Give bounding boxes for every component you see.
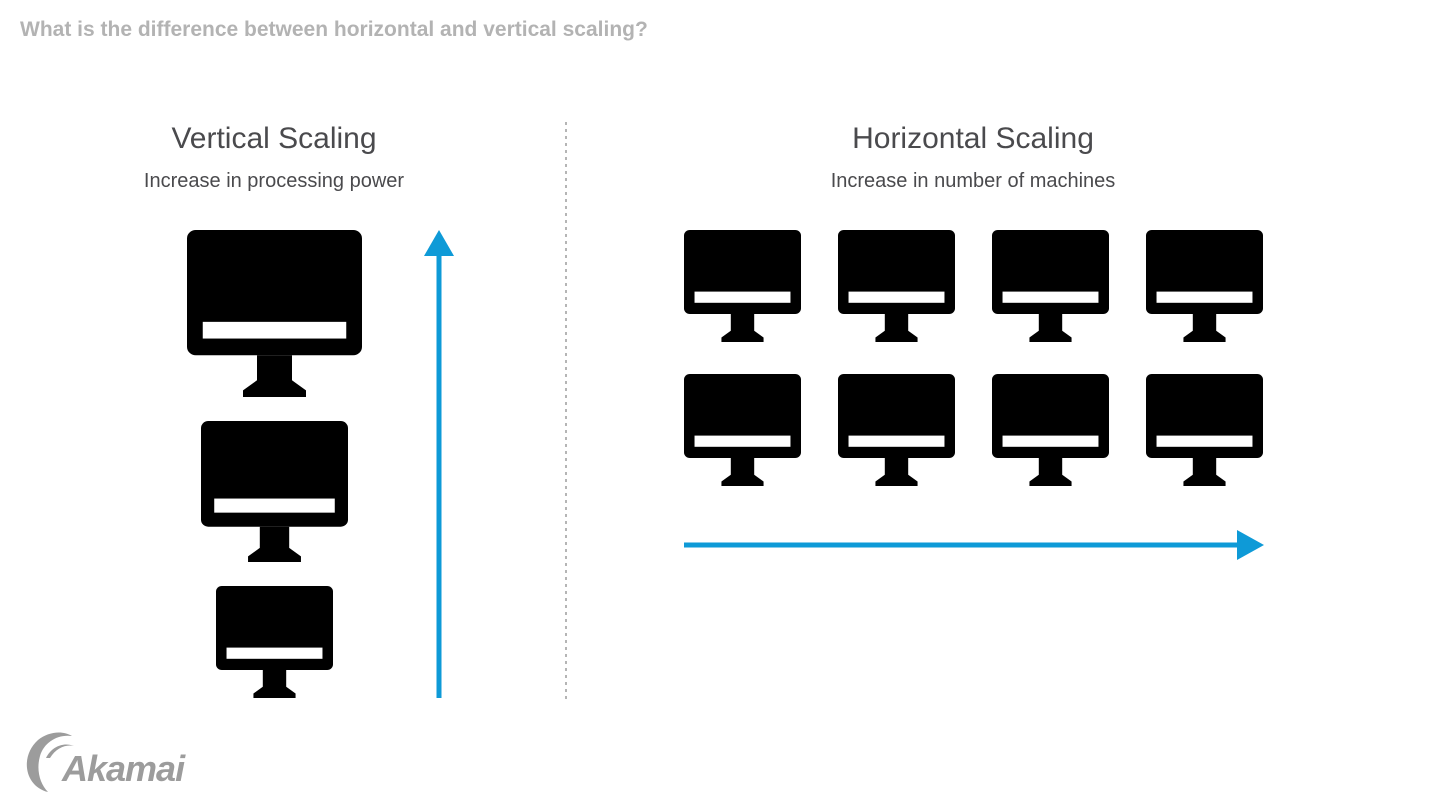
monitor-icon — [838, 374, 955, 486]
akamai-logo: Akamai — [18, 728, 185, 798]
monitor-icon — [187, 230, 362, 397]
monitor-icon — [1146, 230, 1263, 342]
monitor-icon — [838, 230, 955, 342]
vertical-scaling-title: Vertical Scaling — [171, 122, 377, 155]
monitor-icon — [684, 374, 801, 486]
vertical-machines — [187, 230, 362, 698]
monitor-icon — [992, 230, 1109, 342]
monitor-icon — [201, 421, 348, 562]
horizontal-scaling-arrow — [684, 530, 1264, 560]
akamai-logo-text: Akamai — [62, 748, 185, 789]
akamai-swoosh-icon — [26, 732, 74, 792]
slide-question: What is the difference between horizonta… — [20, 18, 648, 41]
vertical-scaling-subtitle: Increase in processing power — [143, 170, 405, 192]
horizontal-scaling-title: Horizontal Scaling — [852, 122, 1094, 155]
monitor-icon — [684, 230, 801, 342]
horizontal-scaling-subtitle: Increase in number of machines — [830, 170, 1116, 192]
vertical-scaling-arrow — [424, 230, 454, 698]
monitor-icon — [1146, 374, 1263, 486]
monitor-icon — [216, 586, 333, 698]
monitor-icon — [992, 374, 1109, 486]
horizontal-machines — [684, 230, 1263, 486]
